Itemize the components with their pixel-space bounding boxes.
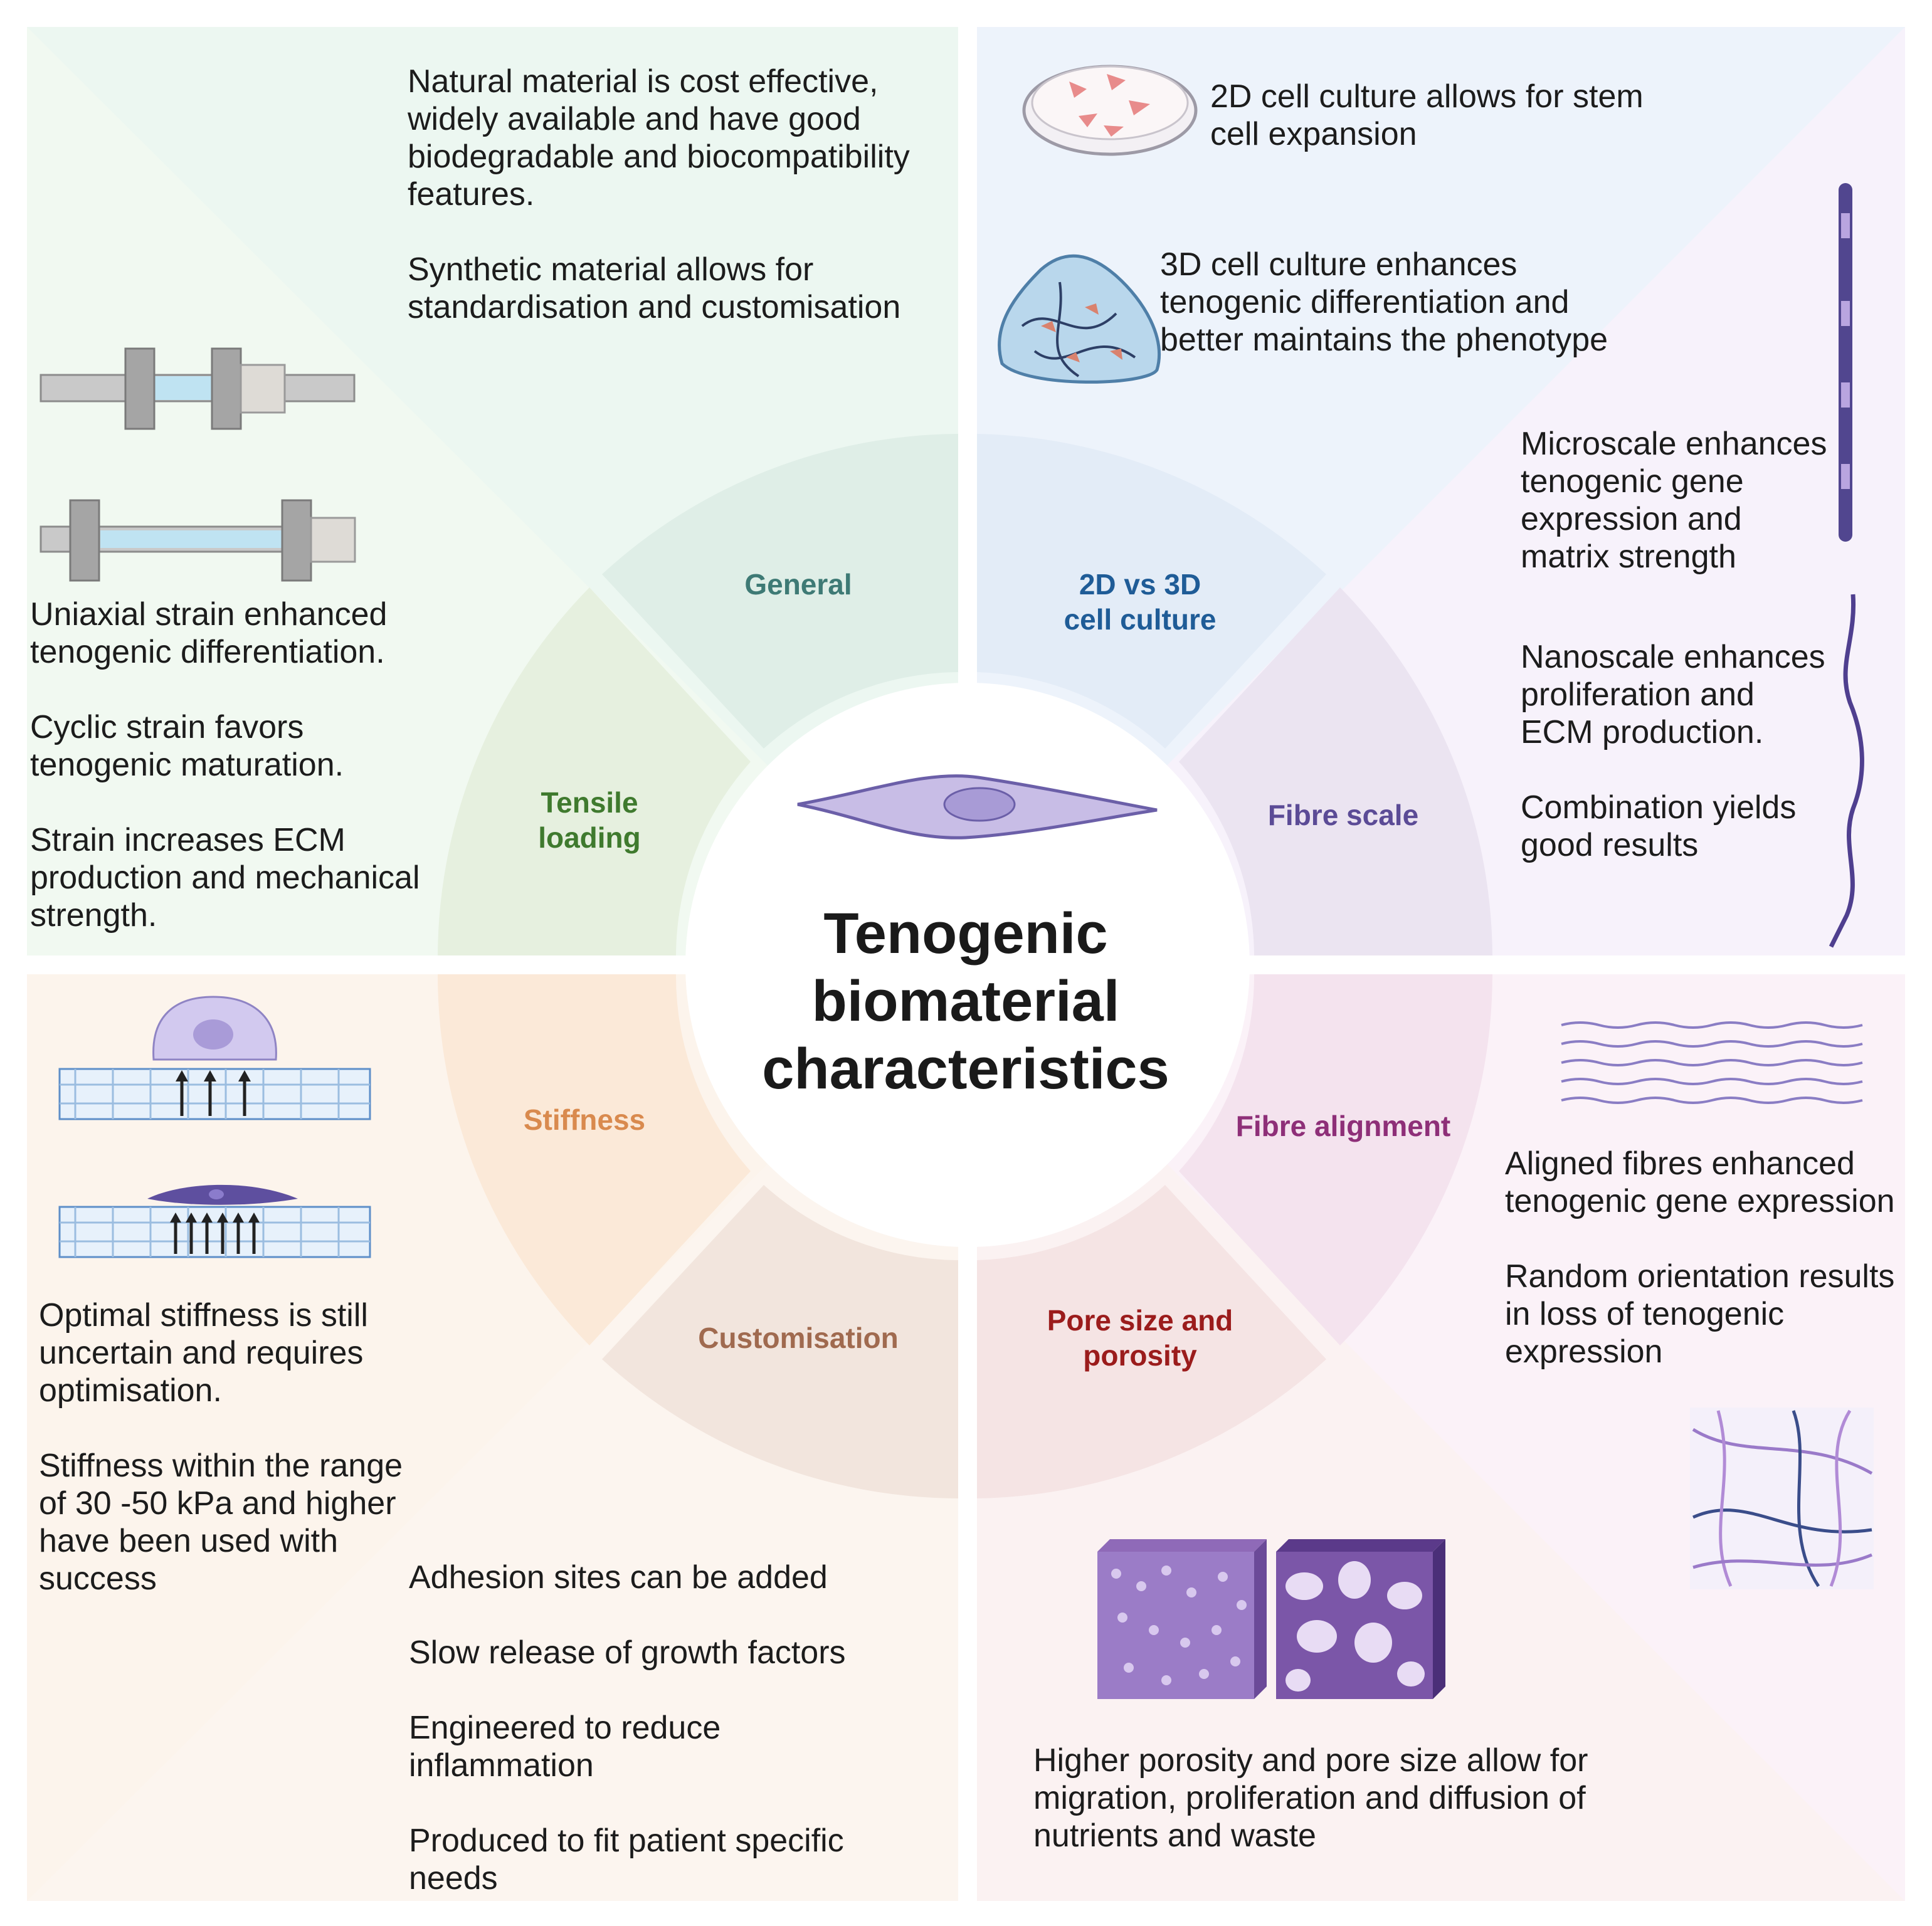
culture-3d-text: 3D cell culture enhances tenogenic diffe… xyxy=(1160,246,1608,358)
general-synthetic-text: Synthetic material allows for standardis… xyxy=(408,251,901,325)
segment-stiffness xyxy=(438,974,751,1345)
strain-ecm-text: Strain increases ECM production and mech… xyxy=(30,822,420,934)
random-fibres-icon xyxy=(1690,1408,1874,1589)
stiffness-panel-text: Optimal stiffness is still uncertain and… xyxy=(39,1297,428,1597)
random-orientation-text: Random orientation results in loss of te… xyxy=(1505,1258,1895,1370)
hydrogel-3d-icon xyxy=(998,254,1161,384)
stiffness-range-text: Stiffness within the range of 30 -50 kPa… xyxy=(39,1448,403,1597)
stiffness-substrate-icon xyxy=(58,996,371,1258)
adhesion-sites-text: Adhesion sites can be added xyxy=(409,1559,828,1596)
fibre-alignment-panel-text: Aligned fibres enhanced tenogenic gene e… xyxy=(1505,1145,1906,1371)
segment-fibre-scale xyxy=(1179,587,1492,955)
aligned-fibres-text: Aligned fibres enhanced tenogenic gene e… xyxy=(1505,1145,1895,1219)
center-circle xyxy=(685,683,1250,1247)
stiffness-uncertain-text: Optimal stiffness is still uncertain and… xyxy=(39,1297,368,1409)
segment-label-customisation: Customisation xyxy=(698,1322,898,1354)
uniaxial-strain-text: Uniaxial strain enhanced tenogenic diffe… xyxy=(30,596,388,670)
tensile-bioreactor-icon xyxy=(40,347,356,582)
microscale-fibre-icon xyxy=(1839,183,1852,542)
segment-label-stiffness: Stiffness xyxy=(524,1103,645,1136)
petri-dish-icon xyxy=(1022,65,1198,156)
patient-specific-text: Produced to fit patient specific needs xyxy=(409,1823,844,1897)
segment-fibre-alignment xyxy=(1179,974,1492,1345)
fibre-scale-panel-text: Microscale enhances tenogenic gene expre… xyxy=(1521,425,1828,864)
segment-label-fibre-scale: Fibre scale xyxy=(1268,799,1418,831)
segment-general xyxy=(602,434,958,749)
segment-tensile xyxy=(438,587,751,955)
cyclic-strain-text: Cyclic strain favors tenogenic maturatio… xyxy=(30,709,344,783)
customisation-panel-text: Adhesion sites can be added Slow release… xyxy=(409,1559,898,1897)
segment-customisation xyxy=(602,1185,958,1498)
general-natural-text: Natural material is cost effective, wide… xyxy=(408,63,910,213)
cell-icon xyxy=(797,774,1158,839)
pore-panel-text: Higher porosity and pore size allow for … xyxy=(1033,1742,1588,1854)
segment-ring xyxy=(438,434,1492,1498)
reduce-inflammation-text: Engineered to reduce inflammation xyxy=(409,1710,721,1784)
segment-pore xyxy=(977,1185,1326,1498)
culture-2d-text: 2D cell culture allows for stem cell exp… xyxy=(1210,78,1644,152)
growth-factors-text: Slow release of growth factors xyxy=(409,1634,846,1671)
aligned-fibres-icon xyxy=(1561,1021,1863,1104)
tensile-panel-text: Uniaxial strain enhanced tenogenic diffe… xyxy=(30,596,444,934)
microscale-text: Microscale enhances tenogenic gene expre… xyxy=(1521,426,1827,575)
general-panel-text: Natural material is cost effective, wide… xyxy=(408,63,941,326)
segment-culture xyxy=(977,434,1326,749)
nanoscale-fibre-icon xyxy=(1829,594,1864,948)
nanoscale-text: Nanoscale enhances proliferation and ECM… xyxy=(1521,639,1825,750)
combination-text: Combination yields good results xyxy=(1521,789,1797,863)
center-title: Tenogenic biomaterial characteristics xyxy=(762,902,1169,1101)
segment-label-general: General xyxy=(744,568,852,601)
porous-scaffold-icon xyxy=(1097,1539,1445,1699)
segment-label-fibre-alignment: Fibre alignment xyxy=(1236,1110,1450,1142)
